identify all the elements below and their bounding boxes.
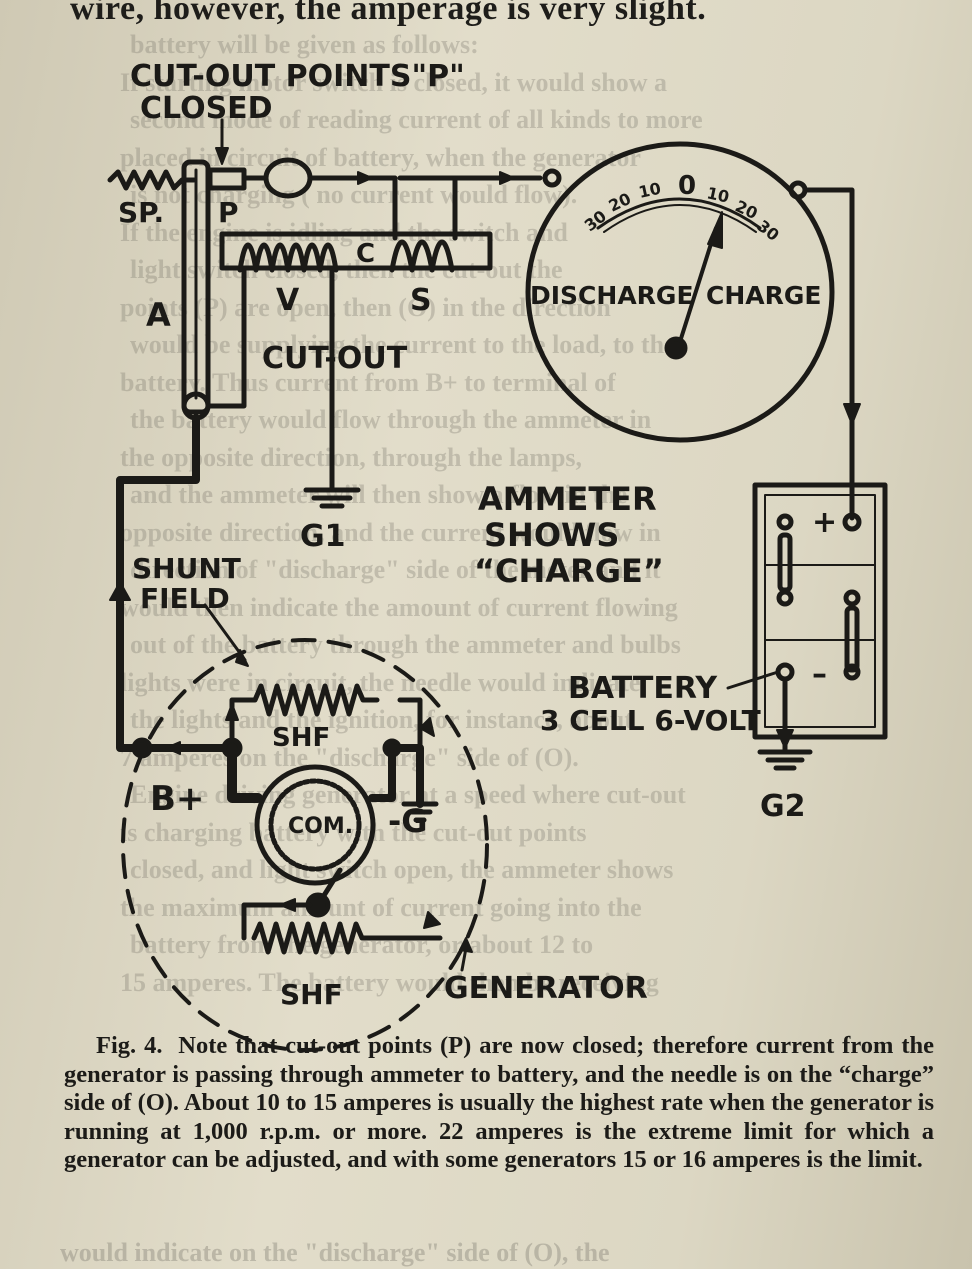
contact-roller: [263, 157, 313, 199]
commutator-inner: [268, 778, 362, 872]
bleed-line: battery will be given as follows:: [130, 30, 479, 59]
bleed-line: direction of "discharge" side of the met…: [130, 555, 661, 584]
label-battery: BATTERY: [568, 671, 718, 706]
caption-text: Note that cut-out points (P) are now clo…: [64, 1032, 935, 1173]
bottom-text-line: would indicate on the "discharge" side o…: [60, 1238, 610, 1267]
scale-label: 10: [705, 183, 731, 206]
needle-hub: [664, 336, 688, 360]
bleed-line: would be supplying the current to the lo…: [130, 330, 676, 359]
commutator-outer: [254, 764, 376, 886]
label-v: V: [276, 283, 300, 318]
junction-a: [131, 737, 153, 759]
bleed-line: opposite direction, and the current woul…: [120, 517, 661, 547]
battery-box: [752, 482, 888, 740]
label-bplus: B+: [150, 779, 204, 819]
arrow-down-battery: [843, 403, 861, 425]
bleed-line: the battery would flow through the ammet…: [130, 405, 652, 434]
label-shows: SHOWS: [484, 516, 619, 554]
spring-sp: [107, 169, 197, 191]
scale-label: 20: [606, 189, 634, 216]
label-c: C: [356, 239, 375, 269]
arrow-up-left: [109, 581, 131, 601]
voltage-coil-v: [237, 242, 339, 273]
label-cut-out: CUT-OUT: [262, 341, 408, 376]
battery-plus-terminal: [842, 512, 862, 532]
top-text-line: wire, however, the amperage is very slig…: [70, 0, 707, 27]
label-charge-quote: “CHARGE”: [474, 552, 664, 590]
label-field: FIELD: [140, 582, 230, 615]
ammeter-terminal-left: [542, 168, 562, 188]
bleed-line: closed, and light switch open, the ammet…: [130, 855, 674, 884]
bleed-line: battery. Thus current from B+ to termina…: [120, 367, 616, 397]
series-coil-s: [389, 239, 455, 273]
armature-a: [181, 159, 211, 415]
label-g1: G1: [300, 519, 346, 554]
label-battery-plus: +: [812, 505, 837, 540]
ammeter-needle: [676, 226, 718, 350]
ammeter-scale-arc: [596, 197, 762, 230]
label-minus-g: -G: [388, 802, 428, 840]
bleed-line: If starting motor switch is closed, it w…: [120, 67, 667, 97]
bleed-line: and the ammeter will then show a flow in…: [130, 480, 628, 509]
label-shf-top: SHF: [272, 723, 330, 753]
shunt-field-top: [229, 683, 380, 751]
contact-points-p: [207, 167, 247, 191]
label-battery-minus: –: [812, 657, 827, 692]
label-closed: CLOSED: [140, 91, 273, 126]
label-shunt: SHUNT: [132, 552, 241, 585]
bleed-line: the maximum amount of current going into…: [120, 892, 642, 922]
label-charge: CHARGE: [706, 281, 821, 310]
scale-label: 30: [754, 216, 783, 245]
figure-caption: Fig. 4. Note that cut-out points (P) are…: [64, 1032, 934, 1175]
label-com: COM.: [288, 814, 353, 839]
label-ammeter: AMMETER: [478, 480, 657, 518]
cutout-core: [219, 231, 493, 271]
generator-housing: [121, 638, 489, 1052]
label-g2: G2: [760, 789, 806, 824]
arrow-top: [357, 171, 373, 185]
scale-label: 10: [637, 179, 663, 202]
ammeter-dial: [525, 141, 835, 443]
label-sp: SP.: [118, 196, 164, 229]
bleed-line: out of the battery through the ammeter a…: [130, 630, 681, 659]
label-cutout-points: CUT-OUT POINTS"P": [130, 59, 465, 94]
arrow-to-ammeter: [499, 171, 515, 185]
label-battery-spec: 3 CELL 6-VOLT: [540, 704, 761, 737]
label-s: S: [410, 283, 432, 318]
bleed-line: second mode of reading current of all ki…: [130, 105, 703, 134]
label-generator: GENERATOR: [444, 971, 648, 1006]
label-shf-bottom: SHF: [280, 978, 343, 1011]
shunt-field-bottom: [251, 921, 443, 955]
bleed-line: is not charging ( no current would flow)…: [130, 180, 578, 209]
bleed-line: 15 amperes. The battery would then be re…: [120, 967, 659, 997]
label-a: A: [146, 296, 171, 334]
caption-fig-number: Fig. 4.: [96, 1032, 163, 1059]
label-discharge: DISCHARGE: [530, 281, 694, 310]
scale-label: 0: [678, 171, 696, 201]
label-p: P: [218, 196, 239, 229]
bleed-line: the lights and the ignition, for instanc…: [130, 705, 633, 734]
